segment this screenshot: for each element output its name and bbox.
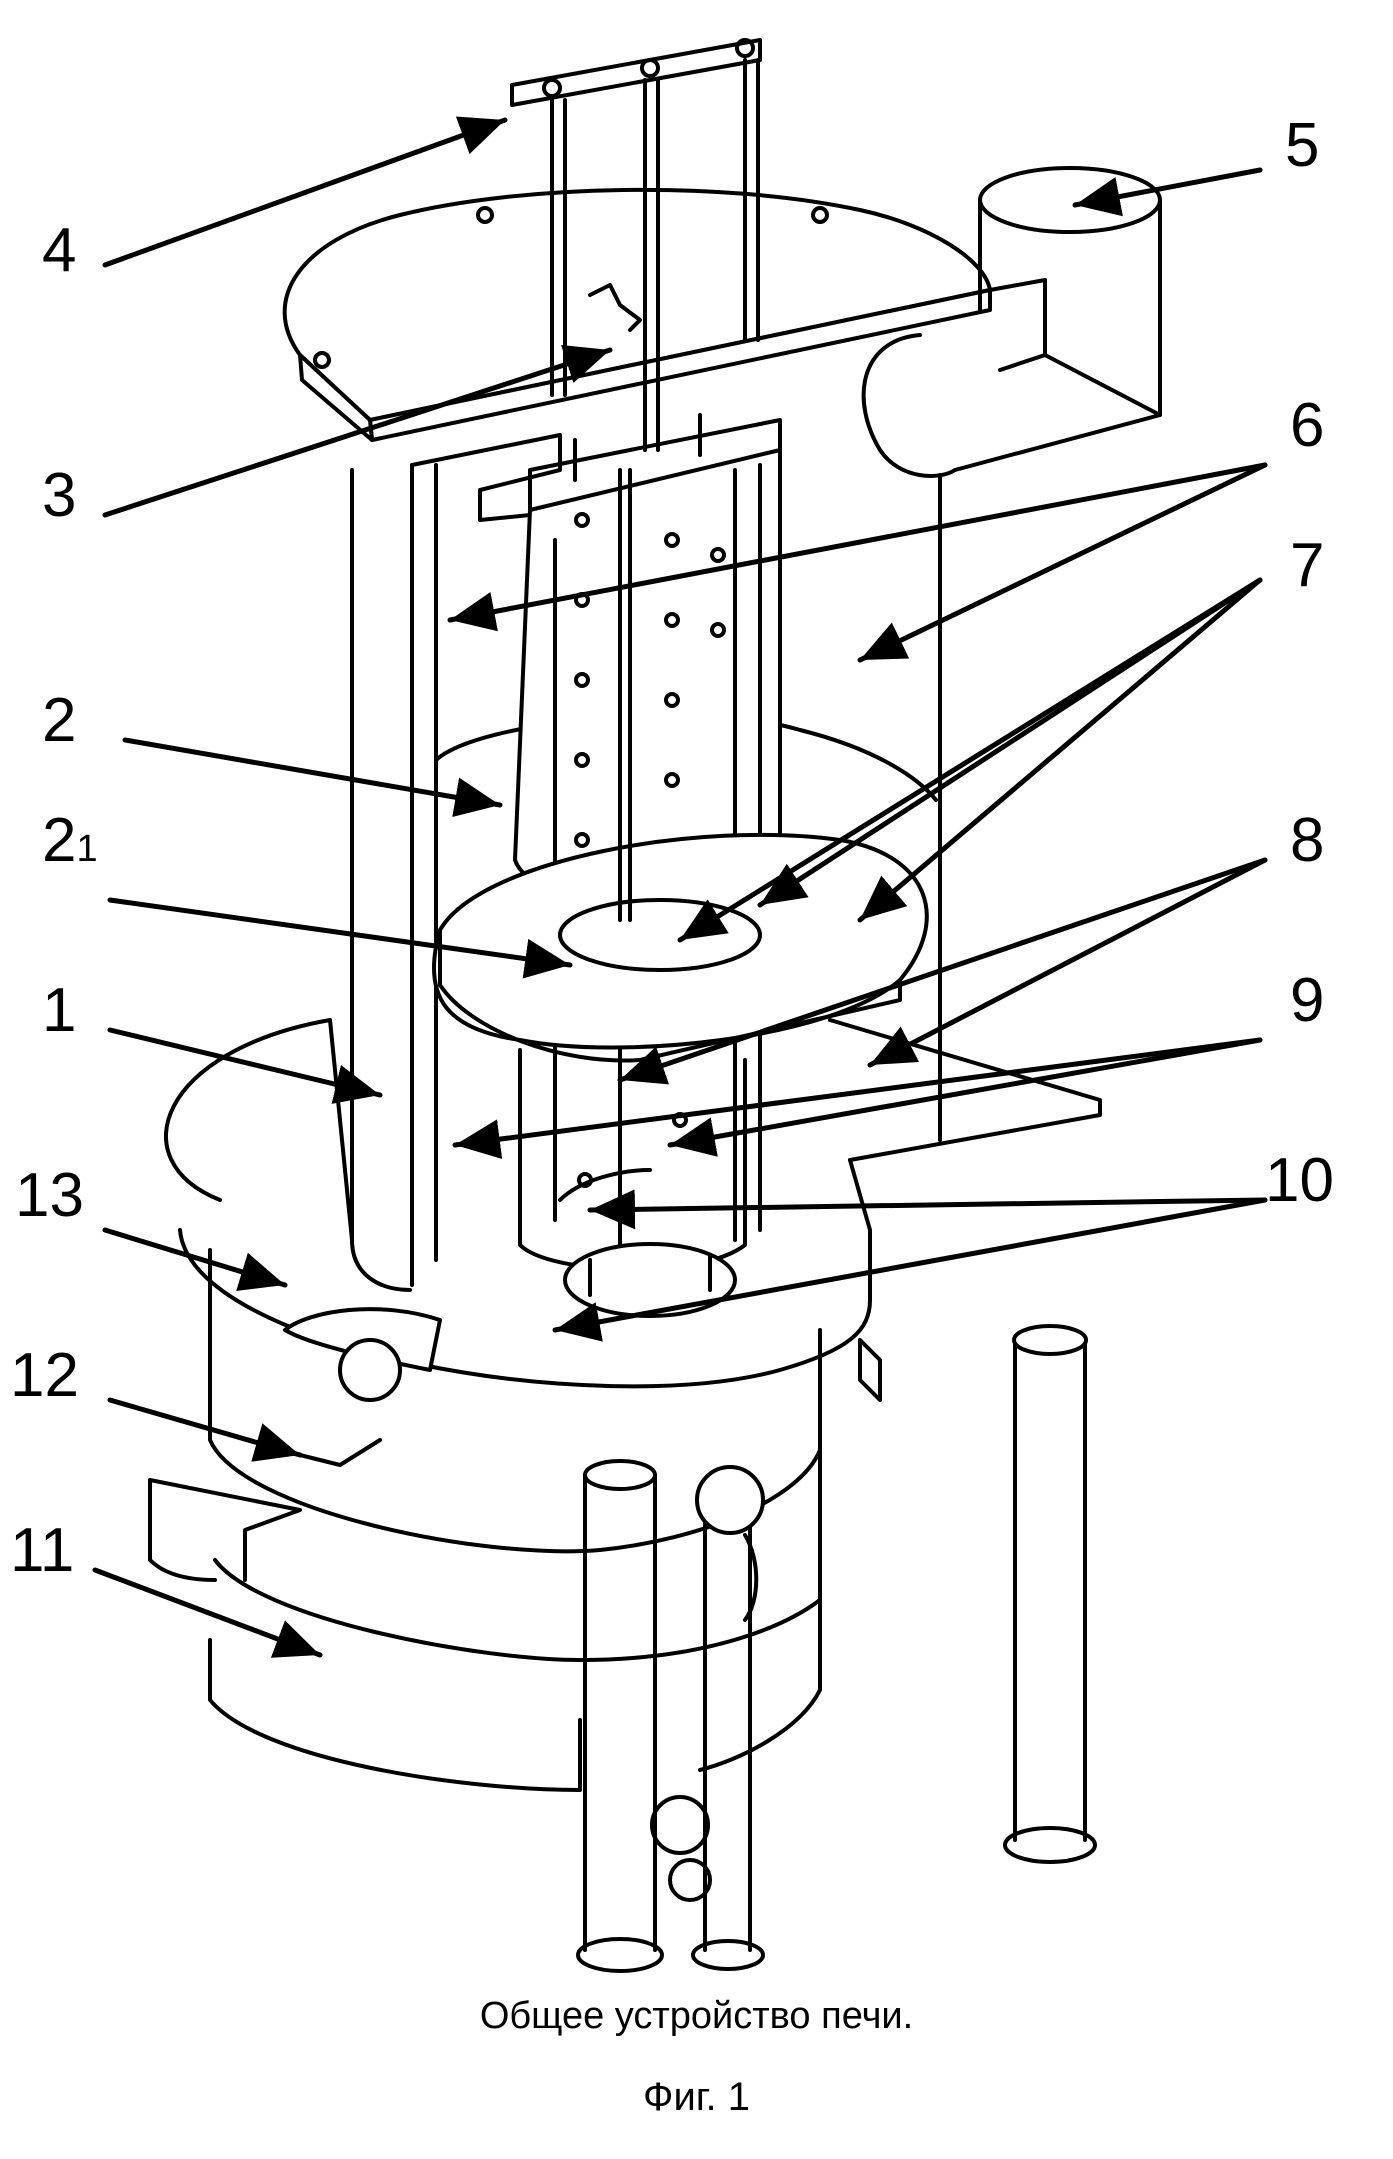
label-4: 4	[42, 220, 76, 282]
top-lid	[285, 190, 990, 440]
label-13: 13	[15, 1165, 84, 1227]
label-9: 9	[1290, 970, 1324, 1032]
arrow-7b	[760, 580, 1260, 905]
label-2-1-main: 2	[42, 806, 76, 875]
label-3: 3	[42, 465, 76, 527]
label-8: 8	[1290, 810, 1324, 872]
lower-section	[520, 1020, 1100, 1269]
label-7: 7	[1290, 535, 1324, 597]
pipes	[578, 1326, 1095, 1971]
arrow-8b	[870, 860, 1265, 1065]
label-2: 2	[42, 690, 76, 752]
perforated-column	[515, 415, 780, 1250]
label-6: 6	[1290, 395, 1324, 457]
arrow-13	[105, 1230, 285, 1285]
arrow-6b	[860, 465, 1265, 660]
label-12: 12	[10, 1345, 79, 1407]
label-2-1-subscript: 1	[76, 828, 97, 870]
arrow-2	[125, 740, 500, 805]
arrow-10a	[590, 1200, 1265, 1210]
figure-title: Общее устройство печи.	[0, 1995, 1393, 2038]
figure-number: Фиг. 1	[0, 2075, 1393, 2120]
label-2-1: 21	[42, 810, 98, 872]
arrow-1	[110, 1030, 380, 1095]
label-11: 11	[10, 1520, 74, 1582]
label-1: 1	[42, 980, 76, 1042]
arrow-11	[95, 1570, 320, 1655]
arrow-12	[110, 1400, 300, 1455]
label-5: 5	[1285, 115, 1319, 177]
label-10: 10	[1265, 1150, 1334, 1212]
